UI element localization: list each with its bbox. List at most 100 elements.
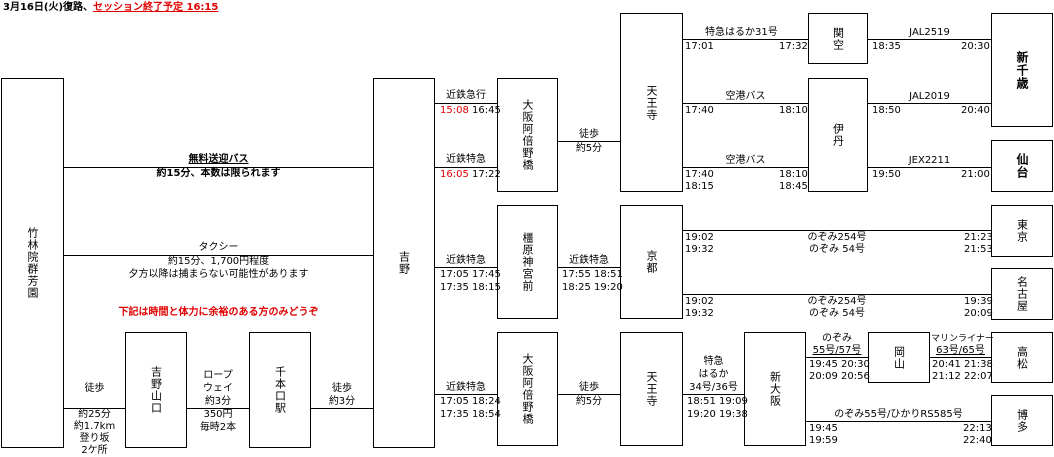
train-number: 55号/57号 [812,345,862,356]
dep-time: 19:32 [685,244,714,255]
station-shinosaka: 新大阪 [744,332,806,446]
walk-note: 2ケ所 [81,445,108,456]
train-name: 近鉄特急 [446,154,486,165]
walk-note: 約5分 [575,143,603,154]
station-abeno-1: 大阪阿倍野橋 [497,78,558,192]
train-name: 近鉄特急 [569,255,609,266]
route-line [435,267,497,268]
train-name: のぞみ254号 [807,296,867,307]
train-times: 19:45 20:30 [809,359,870,370]
dep-time: 15:08 [440,105,469,116]
station-label: 伊丹 [831,123,845,147]
route-line [435,103,497,104]
station-label: 岡山 [892,345,906,370]
station-kyoto: 京都 [620,205,683,319]
train-name: マリンライナー [931,334,994,344]
bus-title: 無料送迎バス [188,154,249,165]
train-times: 17:55 18:51 [562,269,623,280]
arr-time: 17:22 [472,169,501,180]
arr-time: 21:53 [964,244,993,255]
train-times: 20:09 20:56 [809,371,870,382]
station-tennoji-2: 天王寺 [620,332,683,446]
station-label: 新大阪 [768,371,782,407]
dep-time: 18:15 [685,181,714,192]
station-label: 仙台 [1015,153,1029,179]
station-chikurin: 竹林院群芳園 [1,78,64,448]
station-nagoya: 名古屋 [991,268,1053,320]
flight-name: JAL2019 [909,91,950,102]
route-line [64,167,373,168]
route-line [868,167,991,168]
station-sendai: 仙台 [991,140,1053,192]
notice-text: 下記は時間と体力に余裕のある方のみどうぞ [118,307,319,318]
route-line [683,167,808,168]
train-name: 近鉄急行 [446,90,486,101]
station-label: 京都 [645,250,658,274]
station-tennoji-1: 天王寺 [620,13,683,192]
train-name: のぞみ [822,333,852,344]
train-number: 34号/36号 [689,382,738,393]
station-senbon: 千本口駅 [249,332,311,448]
route-line [868,39,991,40]
walk-note: 約25分 [78,409,111,420]
route-line [806,421,991,422]
arr-time: 18:45 [779,181,808,192]
dep-time: 16:05 [440,169,469,180]
station-yoshinoyama: 吉野山口 [125,332,187,448]
route-line [868,103,991,104]
walk-note: 約3分 [328,396,356,407]
station-label: 博多 [1015,408,1029,433]
dep-time: 17:40 [685,169,714,180]
dep-time: 18:50 [872,105,901,116]
train-name: のぞみ 54号 [809,244,865,255]
taxi-note: 夕方以降は捕まらない可能性があります [128,269,309,280]
station-itami: 伊丹 [808,78,868,192]
ropeway-note: 毎時2本 [199,422,237,433]
train-name: のぞみ55号/ひかりRS585号 [834,409,963,420]
walk-label: 徒歩 [579,129,599,140]
train-times: 17:35 18:15 [440,282,501,293]
route-line [558,141,620,142]
train-name: のぞみ 54号 [809,308,865,319]
station-label: 吉野山口 [149,366,163,414]
train-times: 19:20 19:38 [687,409,748,420]
arr-time: 21:23 [964,232,993,243]
station-label: 大阪阿倍野橋 [521,99,534,171]
route-line [64,255,373,256]
train-name: 特急はるか31号 [705,27,778,38]
arr-time: 17:32 [779,41,808,52]
station-label: 天王寺 [645,84,658,121]
station-label: 竹林院群芳園 [26,227,39,299]
bus-name: 空港バス [725,155,766,166]
train-name: 近鉄特急 [446,382,486,393]
station-label: 橿原神宮前 [521,232,534,292]
arr-time: 22:40 [963,435,992,446]
train-times: 17:05 17:45 [440,269,501,280]
station-label: 大阪阿倍野橋 [521,353,534,425]
route-line [806,357,868,358]
taxi-title: タクシー [198,242,239,253]
dep-time: 19:02 [685,232,714,243]
train-times: 20:41 21:38 [932,359,993,370]
route-line [683,39,808,40]
arr-time: 19:39 [964,296,993,307]
route-line [683,294,991,295]
ropeway-label: ウェイ [203,383,233,394]
dep-time: 17:01 [685,41,714,52]
station-label: 高松 [1015,345,1029,370]
route-line [558,267,620,268]
station-label: 千本口駅 [273,366,287,414]
station-abeno-2: 大阪阿倍野橋 [497,332,558,446]
dep-time: 19:59 [809,435,838,446]
arr-time: 16:45 [472,105,501,116]
train-name: のぞみ254号 [807,232,867,243]
arr-time: 18:10 [779,105,808,116]
bus-name: 空港バス [725,91,766,102]
walk-label: 徒歩 [579,382,599,393]
dep-time: 19:50 [872,169,901,180]
route-line [64,408,125,409]
arr-time: 20:09 [964,308,993,319]
arr-time: 20:40 [961,105,990,116]
train-times: 18:51 19:09 [687,396,748,407]
dep-time: 18:35 [872,41,901,52]
